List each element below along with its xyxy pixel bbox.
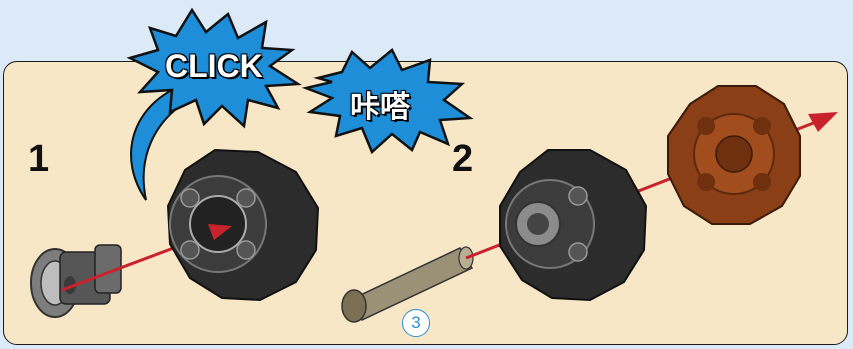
step2-dark-gear: [499, 149, 648, 302]
step1-arrow-head: [208, 224, 232, 240]
click-burst-tail: [130, 86, 199, 201]
step2-axle-part: [341, 246, 474, 323]
step2-brown-gear: [667, 85, 801, 225]
step2-arrow-head: [808, 112, 838, 132]
step-number-1: 1: [28, 138, 50, 180]
part-callout-badge: 3: [402, 309, 430, 337]
click-cn-sound-text: 咔嗒: [350, 91, 410, 124]
step-number-2: 2: [452, 138, 474, 180]
step1-connector-part: [30, 244, 122, 318]
step1-dark-gear: [166, 148, 320, 302]
click-sound-text: CLICK: [165, 48, 263, 84]
click-burst: [126, 7, 302, 129]
click-cn-burst: [301, 48, 474, 155]
